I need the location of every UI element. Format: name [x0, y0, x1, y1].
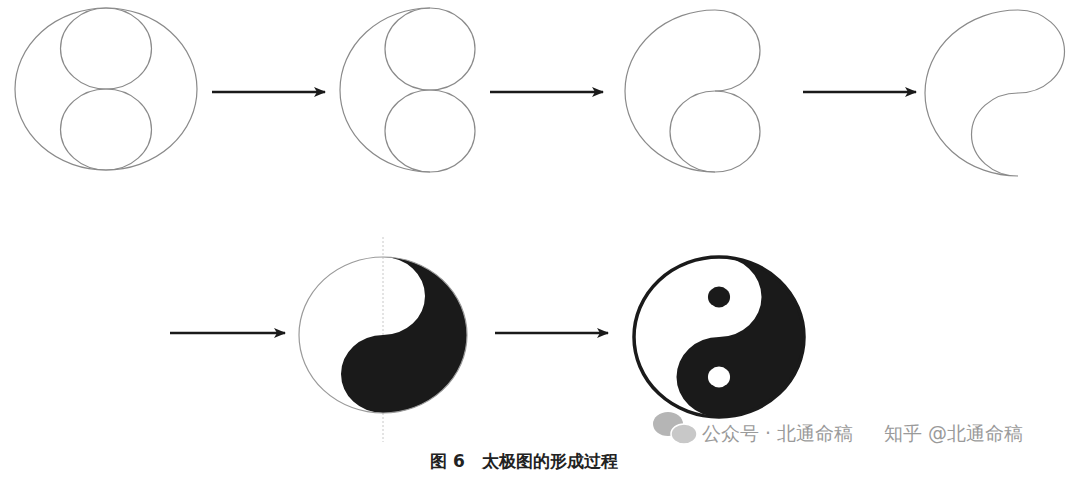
stage-five: [299, 237, 467, 442]
figure-caption: 图 6 太极图的形成过程: [430, 450, 618, 473]
arrows: [170, 92, 916, 333]
watermark: 公众号 · 北通命稿: [702, 421, 853, 447]
stage-one: [15, 8, 197, 170]
wechat-icon: [653, 412, 697, 444]
watermark: 知乎 @北通命稿: [884, 421, 1023, 447]
taiji-symbol: [634, 257, 804, 417]
stage-three: [625, 10, 760, 172]
stage-two: [340, 8, 475, 172]
stage-four: [925, 10, 1065, 176]
